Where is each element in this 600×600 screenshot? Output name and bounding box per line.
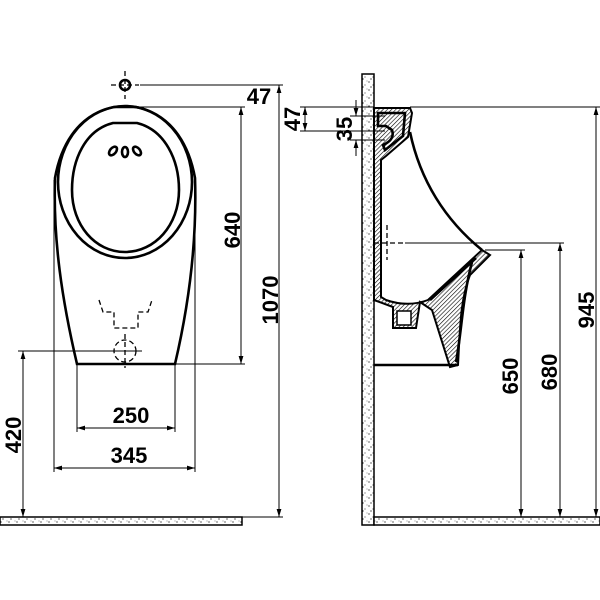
floor-side	[373, 516, 600, 526]
urinal-section	[373, 107, 492, 369]
dim-250: 250	[113, 403, 150, 428]
dim-650: 650	[498, 358, 523, 395]
dim-640: 640	[220, 212, 245, 249]
bowl-inner	[70, 121, 181, 254]
inlet-crosshair-icon	[111, 71, 139, 99]
flush-holes	[107, 145, 143, 159]
dim-420: 420	[1, 417, 26, 454]
dim-1070: 1070	[258, 276, 283, 325]
dim-47-front: 47	[247, 84, 271, 109]
dim-680: 680	[537, 354, 562, 391]
dim-345: 345	[111, 443, 148, 468]
trap-hidden	[98, 299, 153, 329]
dim-35: 35	[332, 117, 357, 141]
dim-945: 945	[574, 292, 599, 329]
dim-47-side: 47	[280, 107, 305, 131]
floor-front	[0, 516, 243, 526]
bowl-curve	[408, 131, 483, 252]
rim-outer	[56, 104, 194, 260]
front-view: 640 1070 420 250 345 47	[0, 71, 283, 526]
side-view: 47 35 945 680 650	[280, 73, 600, 526]
wall	[361, 73, 375, 526]
